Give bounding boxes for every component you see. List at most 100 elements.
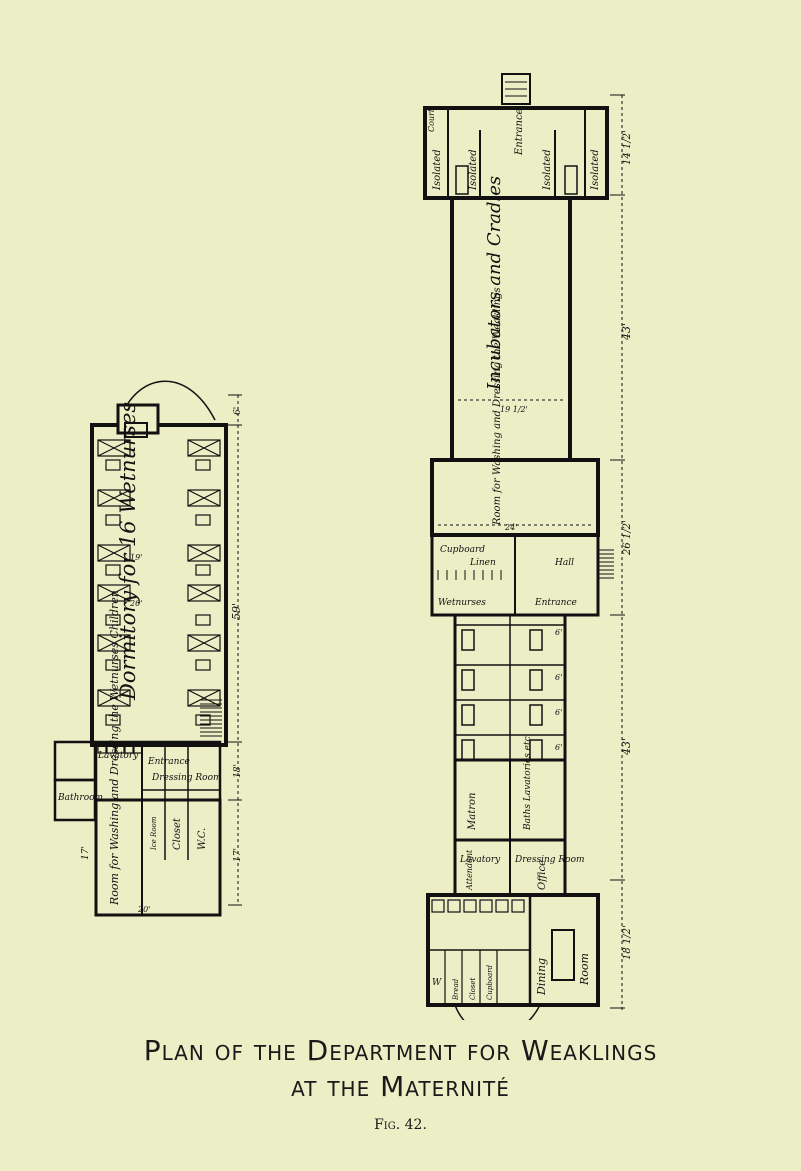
left-ice-label: Ice Room xyxy=(150,816,158,851)
bedside-cabinet xyxy=(105,714,121,726)
bed xyxy=(97,544,131,562)
cell-cot xyxy=(529,629,543,651)
left-stairs xyxy=(200,699,222,737)
right-dressing-label: Dressing Room xyxy=(514,855,585,865)
left-dim-left: 17' xyxy=(81,846,91,860)
bed-cross xyxy=(187,544,221,562)
bed-cross xyxy=(187,489,221,507)
floor-plan-figure: Dormitory for 16 Wetnurses Room for Wash… xyxy=(53,73,633,1020)
right-incubators-label: Incubators and Cradles xyxy=(484,176,505,391)
right-washing-label: Room for Washing and Dressing the Weakli… xyxy=(492,287,503,526)
right-lavatory-label: Lavatory xyxy=(459,855,501,865)
bed xyxy=(187,489,221,507)
right-entrance-label: Entrance xyxy=(514,108,525,156)
bed-cross xyxy=(97,544,131,562)
basin xyxy=(124,744,134,754)
right-entrance2-label: Entrance xyxy=(534,598,577,608)
basin xyxy=(463,899,477,913)
bed xyxy=(97,584,131,602)
cell-cot xyxy=(461,669,475,691)
right-dim-18: 18 1/2' xyxy=(622,925,633,960)
right-stairs xyxy=(598,549,614,579)
left-dim-bottom-width: 20' xyxy=(137,905,150,914)
left-plan xyxy=(53,380,228,917)
bed-cross xyxy=(187,439,221,457)
left-labels: Dormitory for 16 Wetnurses Room for Wash… xyxy=(57,402,243,914)
right-dim-43b: 43' xyxy=(620,738,633,756)
left-bathroom-label: Bathroom xyxy=(57,793,103,803)
right-bread-label: Bread xyxy=(452,978,460,1001)
right-isolated-cells xyxy=(455,615,565,761)
bed xyxy=(187,689,221,707)
basin xyxy=(133,744,143,754)
bed xyxy=(187,544,221,562)
left-dim-inner2: 20' xyxy=(129,599,142,608)
right-office-label: Office xyxy=(537,860,548,890)
right-entrance-arch xyxy=(454,1004,541,1020)
basin xyxy=(115,744,125,754)
left-dim-bottom: 17' xyxy=(233,848,243,862)
bed-cross xyxy=(97,439,131,457)
bed xyxy=(187,439,221,457)
right-linen-label: Linen xyxy=(469,558,496,568)
bedside-cabinet xyxy=(105,459,121,471)
basin xyxy=(447,899,461,913)
bedside-cabinet xyxy=(195,514,211,526)
caption-subtitle: at the Maternité xyxy=(291,1070,510,1103)
basin xyxy=(511,899,525,913)
bed-cross xyxy=(97,634,131,652)
right-entrance-porch xyxy=(501,73,531,105)
right-attendant-label: Attendant xyxy=(465,849,474,891)
right-dim-6d: 6' xyxy=(555,743,562,752)
right-plan xyxy=(228,73,625,1020)
left-washing-label: Room for Washing and Dressing the Wetnur… xyxy=(108,590,121,906)
right-dim-6c: 6' xyxy=(555,708,562,717)
right-dim-14: 14 1/2' xyxy=(622,130,633,165)
bedside-cabinet xyxy=(105,564,121,576)
left-beds xyxy=(97,439,221,707)
bed xyxy=(187,634,221,652)
left-lavatory-basins xyxy=(97,744,143,754)
bedside-cabinet xyxy=(195,459,211,471)
bedside-cabinet xyxy=(195,614,211,626)
left-dim-mid: 18' xyxy=(233,764,243,778)
caption-figure-number: Fig. 42. xyxy=(374,1117,427,1133)
bed-cross xyxy=(97,689,131,707)
right-incubator-hall xyxy=(450,196,572,462)
left-wc-label: W.C. xyxy=(197,828,208,850)
bedside-cabinet xyxy=(105,659,121,671)
right-wetnurses-label: Wetnurses xyxy=(438,598,486,608)
left-dressing-label: Dressing Room xyxy=(151,773,222,783)
cell-cot xyxy=(529,704,543,726)
right-dim-26: 26 1/2' xyxy=(622,520,633,556)
right-closet-label: Closet xyxy=(469,977,477,1000)
bed-cross xyxy=(97,584,131,602)
right-cupboard-label: Cupboard xyxy=(440,545,485,555)
right-w-label: W xyxy=(432,978,442,988)
bed xyxy=(97,489,131,507)
left-main-room-label: Dormitory for 16 Wetnurses xyxy=(116,402,140,701)
right-basins xyxy=(431,899,525,913)
right-isolated-2: Isolated xyxy=(468,149,479,191)
right-court-label: Court xyxy=(427,108,436,132)
bed xyxy=(97,439,131,457)
left-dim-top: 6' xyxy=(233,407,243,415)
cell-cot xyxy=(461,739,475,761)
bed xyxy=(187,584,221,602)
right-matron-label: Matron xyxy=(467,793,478,831)
left-room-washing xyxy=(94,798,222,917)
cell-cot xyxy=(529,669,543,691)
right-cupboard2-label: Cupboard xyxy=(486,964,494,1000)
bed-cross xyxy=(187,584,221,602)
bedside-cabinet xyxy=(195,659,211,671)
right-dining-label: Dining xyxy=(535,958,548,996)
left-wardrobes xyxy=(105,459,211,726)
bed-cross xyxy=(97,489,131,507)
right-isolated-4: Isolated xyxy=(590,149,601,191)
left-closet-label: Closet xyxy=(172,817,183,850)
caption-title: Plan of the Department for Weaklings xyxy=(143,1034,658,1067)
right-hall-label: Hall xyxy=(554,558,574,568)
left-vestibule-door xyxy=(124,422,148,438)
bed xyxy=(97,634,131,652)
left-lavatory-label: Lavatory xyxy=(97,751,139,761)
